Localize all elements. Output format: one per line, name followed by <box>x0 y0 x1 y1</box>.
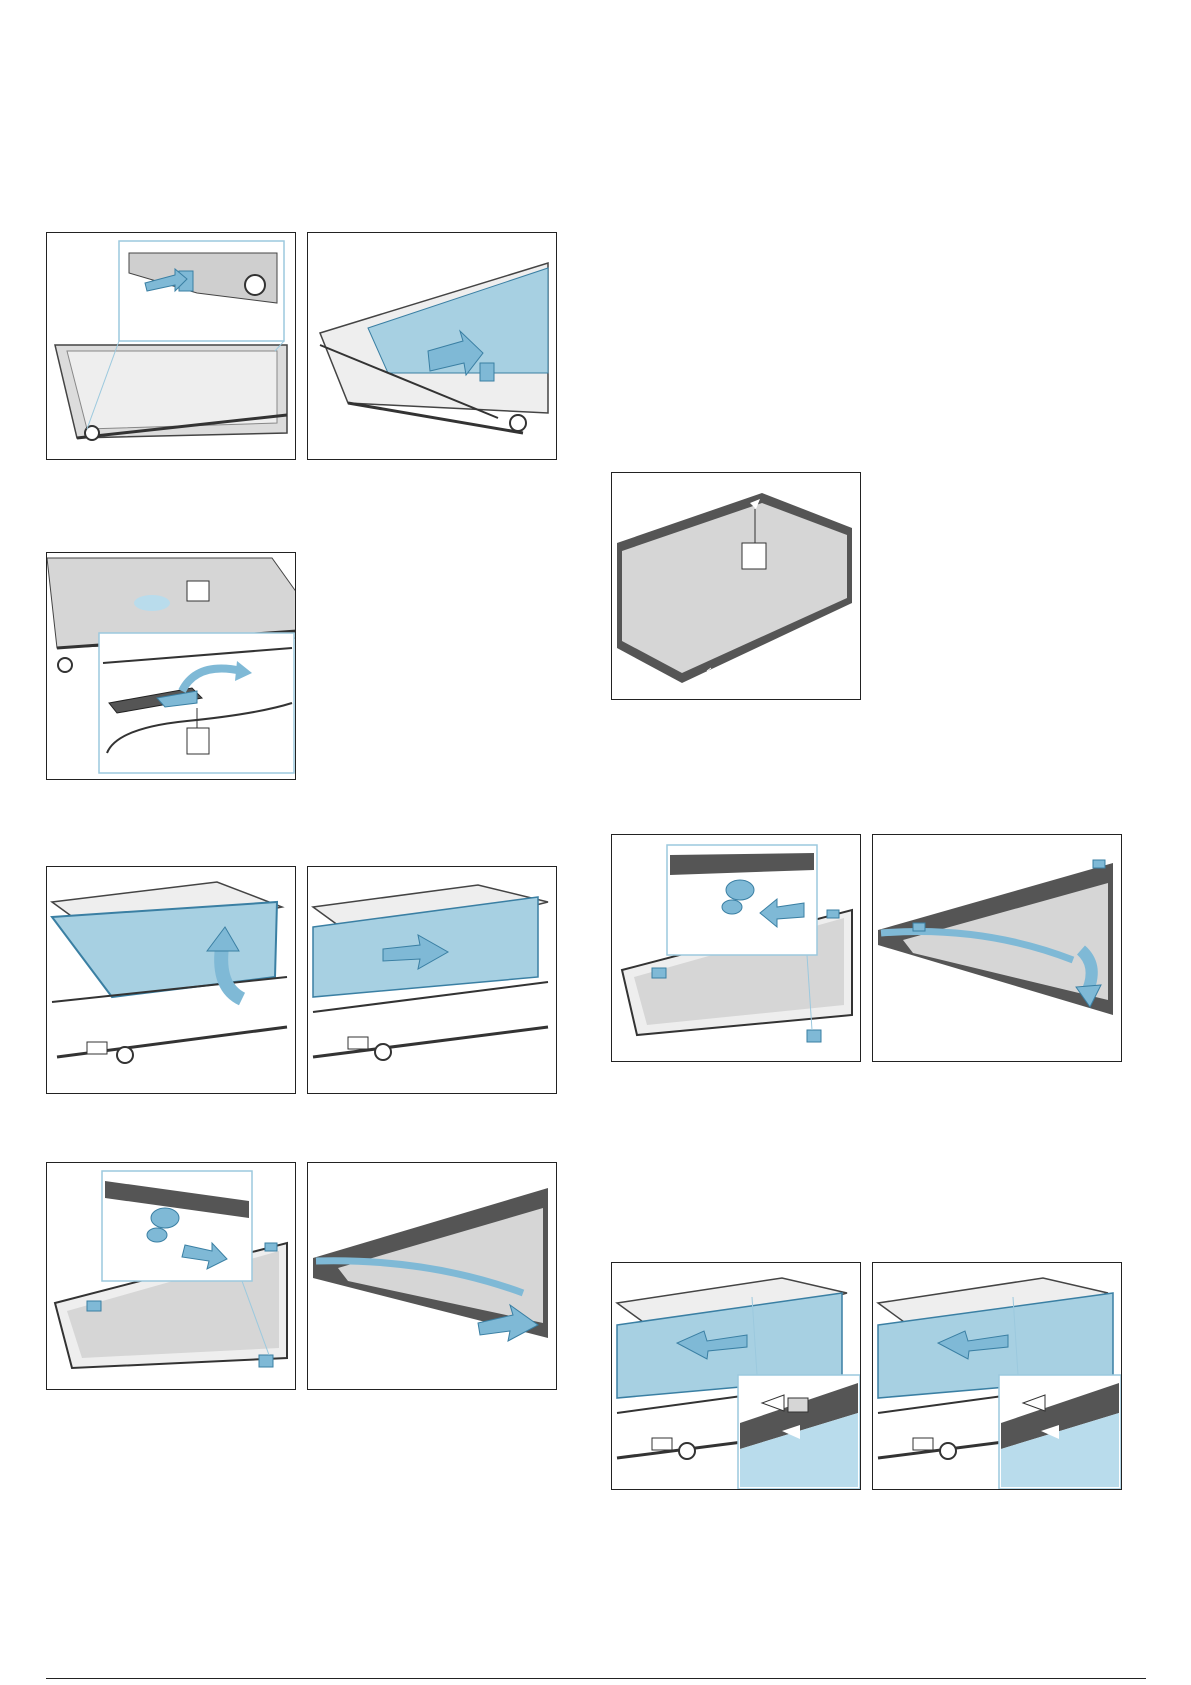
door-illustration <box>308 867 557 1094</box>
figure-slide-out-inner-pane <box>307 232 557 460</box>
door-illustration <box>308 233 557 460</box>
door-illustration <box>612 835 861 1062</box>
figure-slide-pane-out <box>307 866 557 1094</box>
door-illustration <box>47 867 296 1094</box>
figure-lift-pane-out <box>46 866 296 1094</box>
figure-insert-pane-align-left <box>611 1262 861 1490</box>
door-illustration <box>612 1263 861 1490</box>
door-illustration <box>47 233 296 460</box>
figure-fit-seal-strip <box>872 834 1122 1062</box>
door-illustration <box>873 1263 1122 1490</box>
door-illustration <box>873 835 1122 1062</box>
figure-insert-pane-align-right <box>872 1262 1122 1490</box>
footer-rule <box>46 1678 1146 1679</box>
door-illustration <box>308 1163 557 1390</box>
figure-remove-pane-clip <box>46 1162 296 1390</box>
door-illustration <box>47 1163 296 1390</box>
pane-illustration <box>612 473 861 700</box>
figure-door-release-catch <box>46 232 296 460</box>
figure-pane-marking <box>611 472 861 700</box>
figure-lift-clip <box>46 552 296 780</box>
figure-remove-seal-strip <box>307 1162 557 1390</box>
door-illustration <box>47 553 296 780</box>
figure-attach-pane-clip <box>611 834 861 1062</box>
